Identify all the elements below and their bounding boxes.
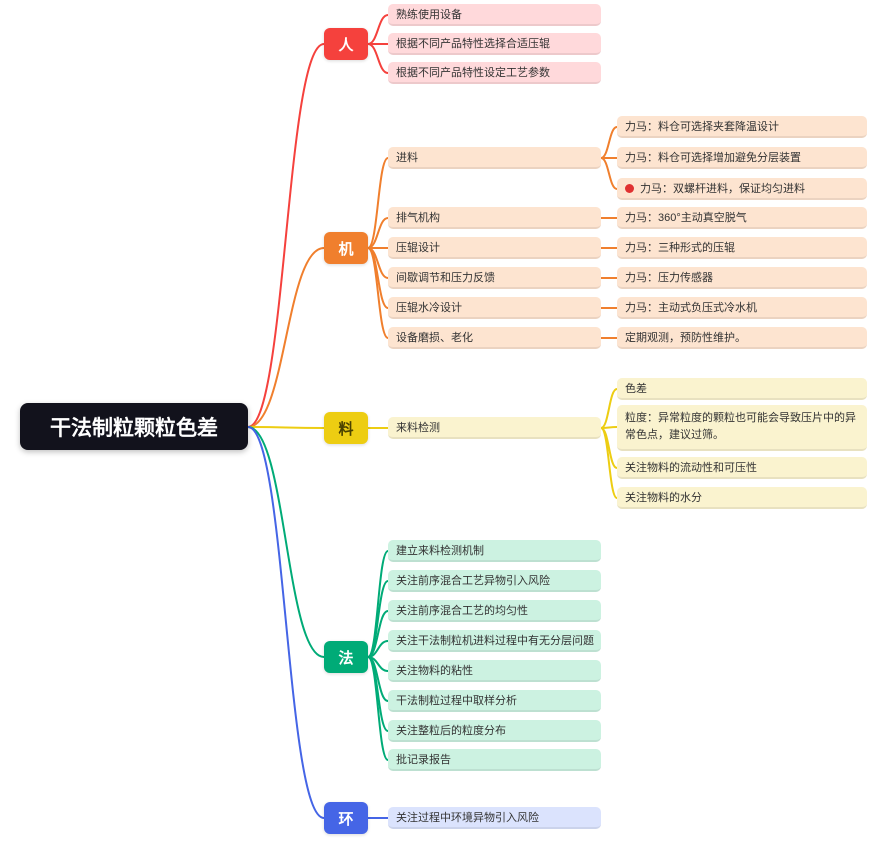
topic-node[interactable]: 熟练使用设备 (388, 4, 601, 26)
topic-node[interactable]: 设备磨损、老化 (388, 327, 601, 349)
connector-group-machine (247, 126, 618, 428)
connector-group-environment (247, 426, 389, 819)
subtopic-node[interactable]: 定期观测，预防性维护。 (617, 327, 867, 349)
topic-node[interactable]: 关注前序混合工艺的均匀性 (388, 600, 601, 622)
root-node[interactable]: 干法制粒颗粒色差 (20, 403, 248, 450)
subtopic-node[interactable]: 力马：三种形式的压辊 (617, 237, 867, 259)
topic-node[interactable]: 来料检测 (388, 417, 601, 439)
subtopic-node[interactable]: 色差 (617, 378, 867, 400)
branch-node-material[interactable]: 料 (324, 412, 368, 444)
subtopic-node[interactable]: 力马：360°主动真空脱气 (617, 207, 867, 229)
topic-node[interactable]: 间歇调节和压力反馈 (388, 267, 601, 289)
topic-node[interactable]: 压辊设计 (388, 237, 601, 259)
connector-group-method (247, 426, 389, 761)
subtopic-node[interactable]: 力马：压力传感器 (617, 267, 867, 289)
topic-node[interactable]: 批记录报告 (388, 749, 601, 771)
topic-node[interactable]: 关注物料的粘性 (388, 660, 601, 682)
topic-node[interactable]: 关注干法制粒机进料过程中有无分层问题 (388, 630, 601, 652)
topic-node[interactable]: 进料 (388, 147, 601, 169)
topic-node[interactable]: 干法制粒过程中取样分析 (388, 690, 601, 712)
connector-group-material (247, 388, 618, 499)
topic-node[interactable]: 根据不同产品特性设定工艺参数 (388, 62, 601, 84)
subtopic-node[interactable]: 力马：双螺杆进料，保证均匀进料 (617, 178, 867, 200)
topic-node[interactable]: 建立来料检测机制 (388, 540, 601, 562)
subtopic-node[interactable]: 力马：料仓可选择夹套降温设计 (617, 116, 867, 138)
subtopic-node[interactable]: 力马：料仓可选择增加避免分层装置 (617, 147, 867, 169)
red-dot-icon (625, 183, 634, 193)
topic-node[interactable]: 关注前序混合工艺异物引入风险 (388, 570, 601, 592)
subtopic-node[interactable]: 力马：主动式负压式冷水机 (617, 297, 867, 319)
branch-node-machine[interactable]: 机 (324, 232, 368, 264)
topic-node[interactable]: 排气机构 (388, 207, 601, 229)
subtopic-node[interactable]: 关注物料的流动性和可压性 (617, 457, 867, 479)
topic-node[interactable]: 根据不同产品特性选择合适压辊 (388, 33, 601, 55)
branch-node-method[interactable]: 法 (324, 641, 368, 673)
topic-node[interactable]: 关注过程中环境异物引入风险 (388, 807, 601, 829)
connector-group-person (247, 14, 389, 428)
subtopic-node[interactable]: 粒度：异常粒度的颗粒也可能会导致压片中的异常色点，建议过筛。 (617, 405, 867, 452)
topic-node[interactable]: 关注整粒后的粒度分布 (388, 720, 601, 742)
topic-node[interactable]: 压辊水冷设计 (388, 297, 601, 319)
subtopic-label: 力马：双螺杆进料，保证均匀进料 (640, 183, 805, 195)
subtopic-node[interactable]: 关注物料的水分 (617, 487, 867, 509)
branch-node-environment[interactable]: 环 (324, 802, 368, 834)
branch-node-person[interactable]: 人 (324, 28, 368, 60)
